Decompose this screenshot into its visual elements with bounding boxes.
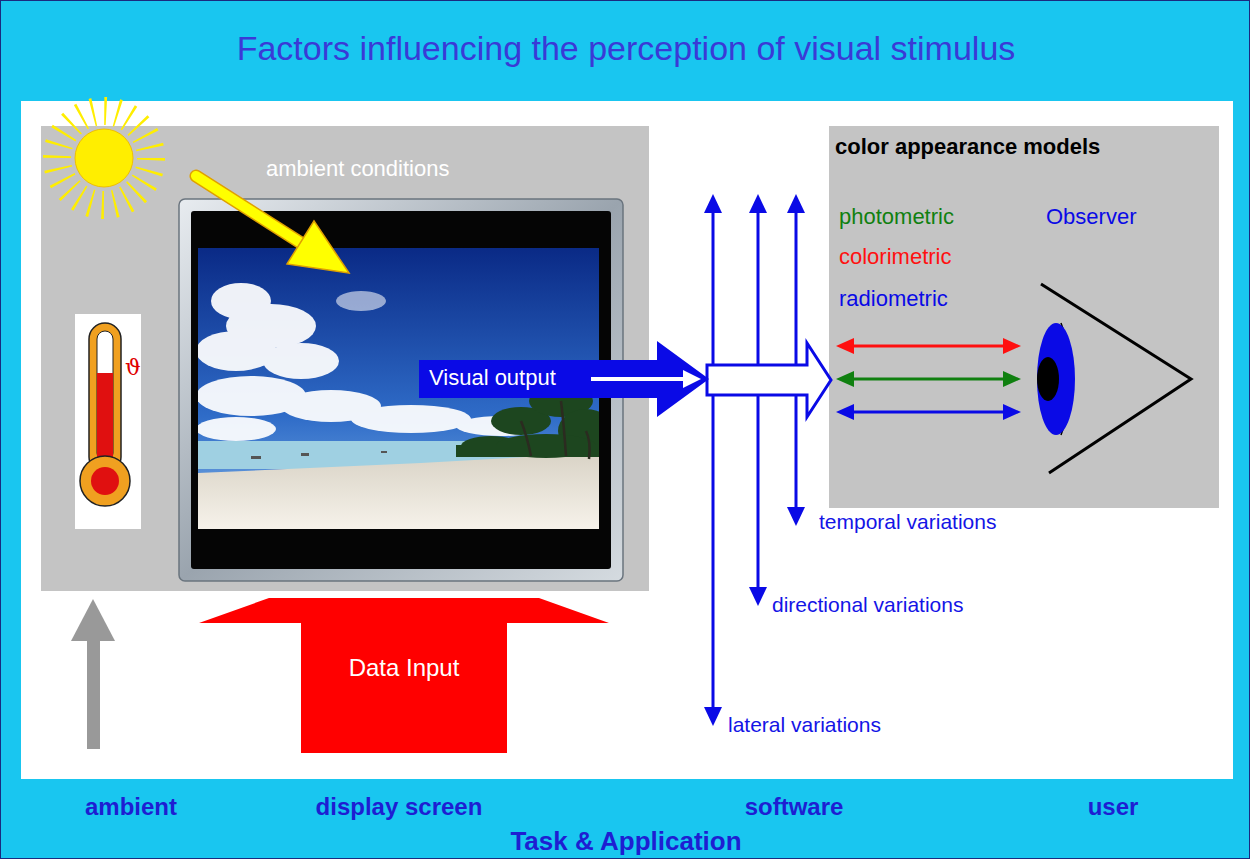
light-arrow (196, 176, 349, 273)
arrow-label: Visual output (429, 365, 556, 391)
quantity-label: photometric (839, 204, 954, 230)
quantity-label: radiometric (839, 286, 948, 312)
diagram-title: Factors influencing the perception of vi… (1, 28, 1250, 69)
model-panel: color appearance models photometric Observ… (829, 126, 1219, 508)
temperature-symbol: ϑ (125, 355, 141, 381)
sun-icon (57, 111, 151, 205)
ambient-panel-fill (41, 126, 649, 591)
footer-label: Task & Application (510, 826, 741, 857)
variation-label: directional variations (772, 592, 963, 617)
category-label: software (745, 793, 844, 822)
panel-heading: color appearance models (835, 134, 1100, 160)
thermometer-icon (75, 314, 141, 529)
arrow-stroke (591, 377, 687, 381)
observer-label: Observer (1046, 204, 1136, 230)
eye-icon (1037, 284, 1191, 473)
measure-arrows (836, 338, 1021, 420)
hollow-arrow (707, 343, 831, 417)
model-panel-fill (829, 126, 1219, 508)
variation-label: lateral variations (728, 712, 881, 737)
category-label: ambient (85, 793, 177, 822)
arrow-body (199, 598, 609, 753)
variation-label: temporal variations (819, 509, 996, 534)
input-arrow: Data Input (199, 598, 609, 753)
arrow-body (419, 341, 709, 417)
ambient-arrow (71, 599, 115, 749)
arrow-head (683, 370, 701, 388)
quantity-label: colorimetric (839, 244, 951, 270)
output-arrow: Visual output (419, 339, 711, 419)
arrow-label: Data Input (301, 654, 507, 683)
panel-heading: ambient conditions (266, 156, 449, 182)
white-panel (21, 101, 1233, 779)
category-label: display screen (316, 793, 483, 822)
category-label: user (1088, 793, 1139, 822)
variation-arrows (704, 194, 805, 726)
